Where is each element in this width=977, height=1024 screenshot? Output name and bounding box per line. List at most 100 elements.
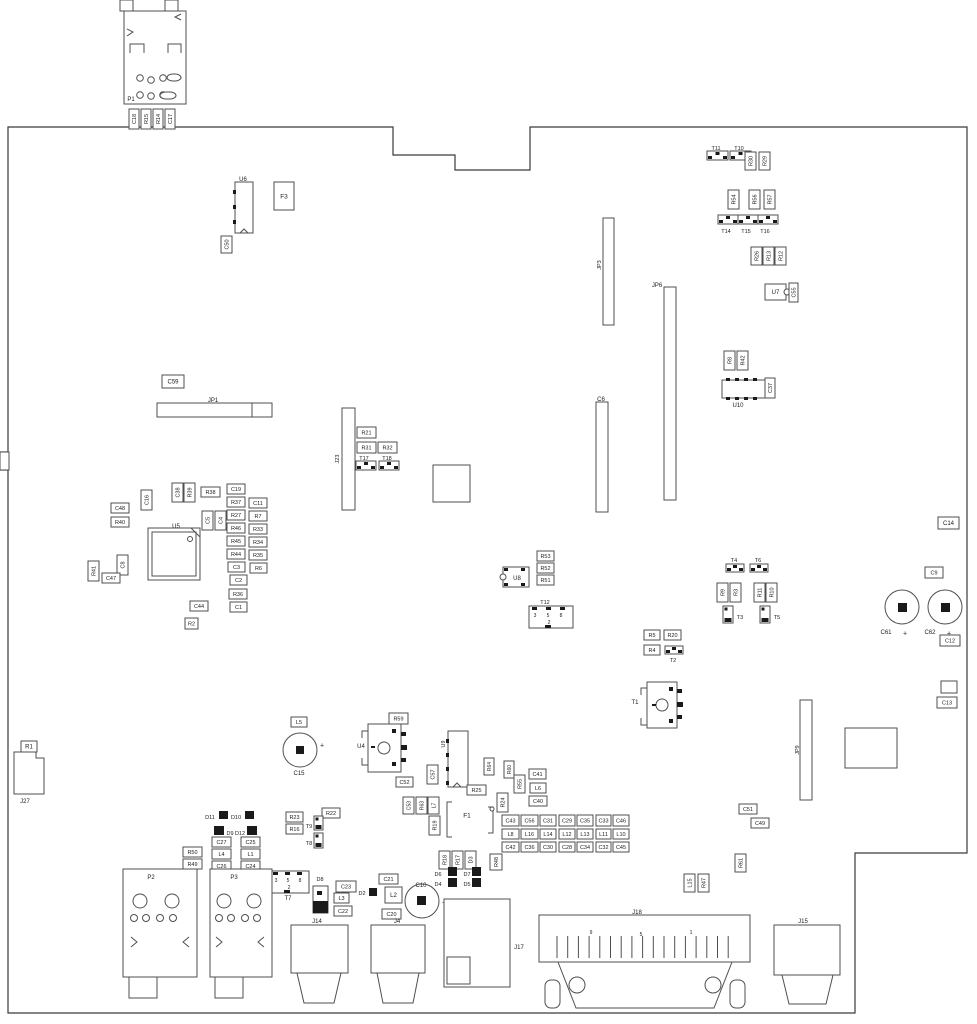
comp-R44: R44 [226,548,246,560]
svg-text:C20: C20 [386,912,396,918]
svg-text:R46: R46 [231,526,241,532]
J27-body [13,751,45,795]
T11-body [706,150,729,161]
T1-stub [677,702,683,707]
comp-U7: U7 [764,283,787,301]
svg-text:R19: R19 [432,820,438,830]
comp-R5: R5 [643,629,661,641]
svg-text:C43: C43 [505,818,515,824]
svg-text:D10: D10 [231,815,241,821]
svg-text:P1: P1 [127,97,135,103]
svg-text:C3: C3 [233,565,240,571]
comp-C35: C35 [576,814,594,827]
comp-R61: R61 [734,853,747,873]
svg-text:L13: L13 [580,832,589,838]
svg-text:C44: C44 [194,604,204,610]
comp-C1: C1 [229,601,248,613]
comp-T15: T15 [741,229,750,235]
U4-core [377,741,391,755]
svg-text:+: + [903,631,907,638]
svg-text:R17: R17 [455,855,461,865]
svg-text:C14: C14 [943,521,955,527]
J4-foot [376,972,420,1004]
C6-body [595,401,609,513]
comp-R56: R56 [748,189,761,210]
comp-R60: R60 [503,760,515,779]
U6-pin [233,205,236,209]
comp-R57: R57 [763,189,776,210]
comp-D8: D8 [316,877,323,883]
svg-text:T17: T17 [359,456,368,462]
J18-foot [557,961,733,1009]
U6-pin [233,220,236,224]
comp-R34: R34 [248,536,268,548]
U4-pad [392,762,396,766]
P2-hole [156,914,164,922]
svg-text:C21: C21 [383,877,393,883]
D8-band [313,901,328,913]
T14-body [717,214,739,225]
comp-R32: R32 [377,441,398,454]
comp-P2: P2 [147,875,155,881]
comp-1: 1 [690,930,693,936]
comp-D9: D9 [226,831,233,837]
U10-body [721,379,766,399]
comp-R2: R2 [184,617,199,630]
D9-body [214,826,224,835]
T1-pin [640,718,647,726]
comp-R27: R27 [226,509,246,521]
svg-text:C41: C41 [532,772,542,778]
comp-D6: D6 [434,872,441,878]
comp-T3: T3 [737,615,743,621]
T1-core [655,698,669,712]
comp-R3: R3 [729,582,742,603]
P1-hole [147,76,155,84]
comp-J18: J18 [632,910,642,916]
U9-notch [452,782,462,788]
comp-R47: R47 [697,873,710,893]
svg-text:R26: R26 [754,251,760,261]
svg-text:C10: C10 [415,883,427,889]
svg-text:R23: R23 [289,815,299,821]
svg-text:L3: L3 [338,896,344,902]
comp-R45: R45 [226,535,246,547]
J18-hole [704,976,722,994]
comp-C36: C36 [520,841,539,853]
comp-L12: L12 [558,828,576,840]
P1-mark-2 [173,13,182,21]
comp-R19: R19 [428,815,441,836]
comp-R41: R41 [87,560,100,582]
svg-text:L16: L16 [525,832,534,838]
comp-C27: C27 [211,836,232,848]
JP1-body [156,402,273,418]
svg-text:R61: R61 [738,858,744,868]
svg-text:R37: R37 [231,500,241,506]
svg-text:5: 5 [640,932,643,938]
comp-R10: R10 [765,582,778,603]
comp-D10: D10 [231,815,241,821]
P2-body [122,868,198,978]
comp-C21: C21 [378,873,399,885]
comp-L11: L11 [595,828,612,840]
svg-text:T5: T5 [774,615,780,621]
svg-text:C59: C59 [167,380,179,386]
svg-text:C2: C2 [235,578,242,584]
comp-3: 3 [534,613,537,619]
comp-R30: R30 [744,151,757,171]
U4-stub [401,732,406,736]
comp-R14: R14 [152,108,164,130]
svg-text:R3: R3 [733,589,739,596]
svg-text:JP9: JP9 [795,745,801,754]
svg-text:R13: R13 [766,251,772,261]
comp-D4: D4 [434,882,441,888]
comp-C5: C5 [201,510,214,531]
comp-C34: C34 [576,841,594,853]
D10-body [245,811,254,819]
U8-pin [521,568,525,571]
svg-text:R10: R10 [769,587,775,597]
T15-body [737,214,759,225]
T5-body [759,605,771,624]
svg-text:P2: P2 [147,875,155,881]
svg-text:U6: U6 [239,177,247,183]
svg-text:R34: R34 [253,540,263,546]
